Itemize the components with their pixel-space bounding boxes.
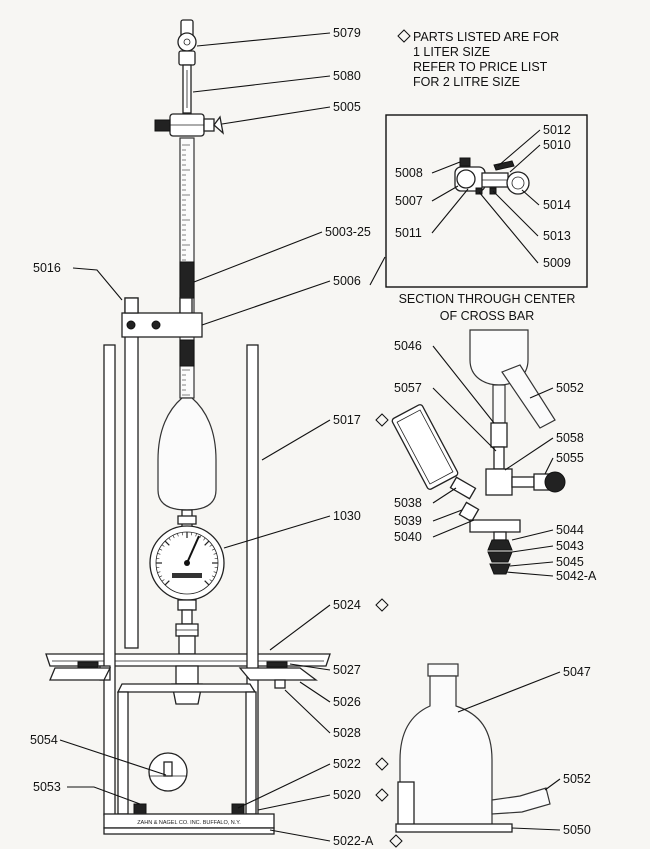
label-5052: 5052 (556, 381, 584, 395)
gauge-tick (195, 533, 197, 537)
gauge-tick (177, 533, 179, 537)
label-5044: 5044 (556, 523, 584, 537)
gauge-tick (161, 544, 165, 547)
diamond-icon (375, 598, 389, 612)
part-labels: 5079 5080 5005 5003-25 5016 5006 5017 10… (30, 26, 597, 848)
label-5014: 5014 (543, 198, 571, 212)
label-5028: 5028 (333, 726, 361, 740)
label-5010: 5010 (543, 138, 571, 152)
gauge-tick (159, 548, 163, 551)
gauge-tick (213, 553, 217, 555)
label-5026: 5026 (333, 695, 361, 709)
label-5053: 5053 (33, 780, 61, 794)
gauge-tick (203, 537, 206, 541)
label-5045: 5045 (556, 555, 584, 569)
label-5022: 5022 (333, 757, 361, 771)
label-5080: 5080 (333, 69, 361, 83)
label-5012: 5012 (543, 123, 571, 137)
label-5046: 5046 (394, 339, 422, 353)
label-5055: 5055 (556, 451, 584, 465)
label-5050: 5050 (563, 823, 591, 837)
label-5003-25: 5003-25 (325, 225, 371, 239)
gauge-tick (157, 571, 161, 573)
note-line-4: FOR 2 LITRE SIZE (413, 75, 520, 89)
diamond-icon (375, 757, 389, 771)
valve-detail (391, 329, 566, 575)
label-5024: 5024 (333, 598, 361, 612)
gauge-tick (159, 575, 163, 578)
pressure-gauge (149, 525, 225, 601)
cross-bar-section-inset: SECTION THROUGH CENTER OF CROSS BAR (385, 114, 588, 323)
gauge-tick (211, 548, 215, 551)
label-5005: 5005 (333, 100, 361, 114)
bottle-detail (395, 663, 551, 833)
label-5027: 5027 (333, 663, 361, 677)
leader-lines (59, 32, 561, 842)
diamond-icon (375, 413, 389, 427)
gauge-tick (204, 580, 210, 586)
label-5058: 5058 (556, 431, 584, 445)
diamond-icon (397, 29, 411, 43)
label-5054: 5054 (30, 733, 58, 747)
label-5042-a: 5042-A (556, 569, 597, 583)
gauge-tick (213, 571, 217, 573)
gauge-tick (164, 540, 170, 546)
label-1030: 1030 (333, 509, 361, 523)
inset-caption-line-1: SECTION THROUGH CENTER (399, 292, 576, 306)
note-line-1: PARTS LISTED ARE FOR (413, 30, 559, 44)
gauge-tick (209, 544, 213, 547)
label-5017: 5017 (333, 413, 361, 427)
label-5007: 5007 (395, 194, 423, 208)
label-5057: 5057 (394, 381, 422, 395)
diamond-icon (375, 788, 389, 802)
gauge-tick (157, 553, 161, 555)
inset-caption-line-2: OF CROSS BAR (440, 309, 534, 323)
base-stamp-text: ZAHN & NAGEL CO. INC. BUFFALO, N.Y. (137, 820, 241, 826)
gauge-tick (199, 535, 202, 539)
label-5043: 5043 (556, 539, 584, 553)
gauge-tick (211, 575, 215, 578)
label-5079: 5079 (333, 26, 361, 40)
parts-note: PARTS LISTED ARE FOR 1 LITER SIZE REFER … (397, 29, 559, 89)
label-5040: 5040 (394, 530, 422, 544)
label-5022-a: 5022-A (333, 834, 374, 848)
label-5047: 5047 (563, 665, 591, 679)
gauge-tick (209, 579, 213, 582)
label-5052-bottle: 5052 (563, 772, 591, 786)
label-5011: 5011 (395, 226, 422, 240)
gauge-tick (204, 540, 210, 546)
main-apparatus: ZAHN & NAGEL CO. INC. BUFFALO, N.Y. (45, 19, 331, 835)
gauge-tick (164, 580, 170, 586)
label-5038: 5038 (394, 496, 422, 510)
note-line-2: 1 LITER SIZE (413, 45, 490, 59)
note-line-3: REFER TO PRICE LIST (413, 60, 548, 74)
label-5013: 5013 (543, 229, 571, 243)
label-5039: 5039 (394, 514, 422, 528)
gauge-tick (172, 535, 175, 539)
label-5016: 5016 (33, 261, 61, 275)
label-5008: 5008 (395, 166, 423, 180)
label-5020: 5020 (333, 788, 361, 802)
gauge-tick (161, 579, 165, 582)
diamond-icon (389, 834, 403, 848)
label-5006: 5006 (333, 274, 361, 288)
label-5009: 5009 (543, 256, 571, 270)
gauge-tick (168, 537, 171, 541)
